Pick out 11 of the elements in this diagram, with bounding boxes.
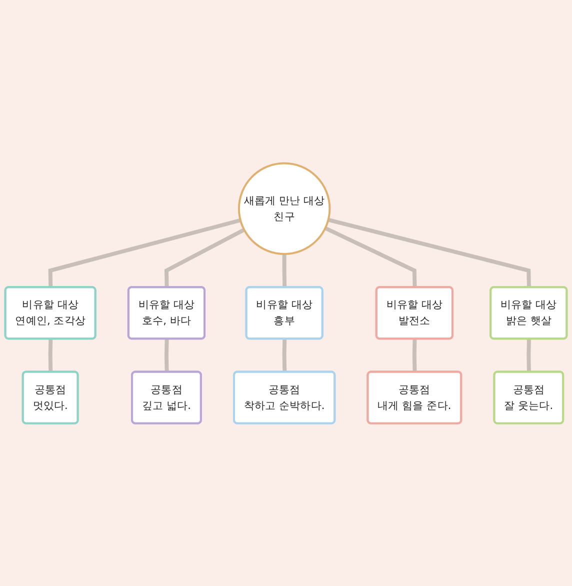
connector: [282, 338, 287, 372]
connector: [164, 338, 169, 372]
connector: [324, 226, 417, 288]
connector: [526, 338, 531, 372]
connector: [328, 218, 531, 288]
connector: [48, 338, 53, 372]
connector: [48, 218, 241, 288]
connector: [164, 228, 246, 288]
connector: [412, 338, 417, 372]
node-circle: 새롭게 만난 대상 친구: [238, 162, 331, 255]
connector: [282, 254, 287, 288]
